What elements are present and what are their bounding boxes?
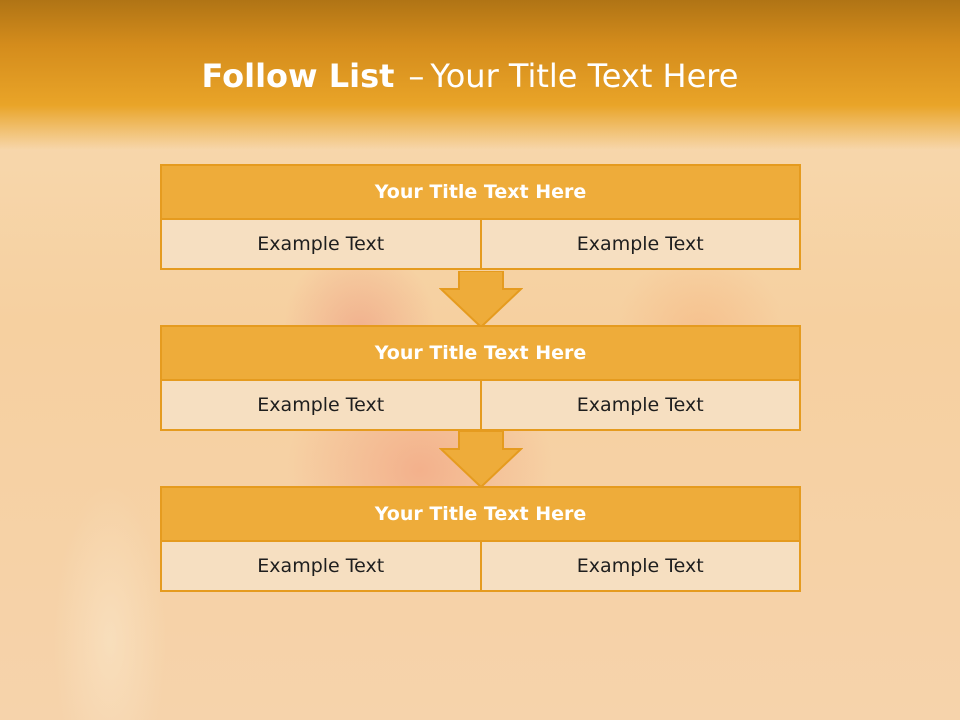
block-row: Example Text Example Text xyxy=(160,220,801,270)
slide-title: Follow List–Your Title Text Here xyxy=(0,52,940,100)
list-block-1: Your Title Text Here Example Text Exampl… xyxy=(160,164,801,270)
down-arrow-icon xyxy=(439,271,523,329)
list-block-2: Your Title Text Here Example Text Exampl… xyxy=(160,325,801,431)
header-band xyxy=(0,0,960,150)
down-arrow-icon xyxy=(439,431,523,489)
block-row: Example Text Example Text xyxy=(160,381,801,431)
title-dash: – xyxy=(408,57,425,95)
block-cell-right: Example Text xyxy=(479,542,800,590)
block-cell-left: Example Text xyxy=(257,555,385,577)
block-cell-right: Example Text xyxy=(479,220,800,268)
block-cell-right: Example Text xyxy=(479,381,800,429)
block-row: Example Text Example Text xyxy=(160,542,801,592)
block-title: Your Title Text Here xyxy=(160,325,801,381)
list-block-3: Your Title Text Here Example Text Exampl… xyxy=(160,486,801,592)
block-title: Your Title Text Here xyxy=(160,486,801,542)
block-cell-left: Example Text xyxy=(257,394,385,416)
title-bold: Follow List xyxy=(201,57,395,95)
block-title: Your Title Text Here xyxy=(160,164,801,220)
title-rest: Your Title Text Here xyxy=(430,57,739,95)
block-cell-left: Example Text xyxy=(257,233,385,255)
